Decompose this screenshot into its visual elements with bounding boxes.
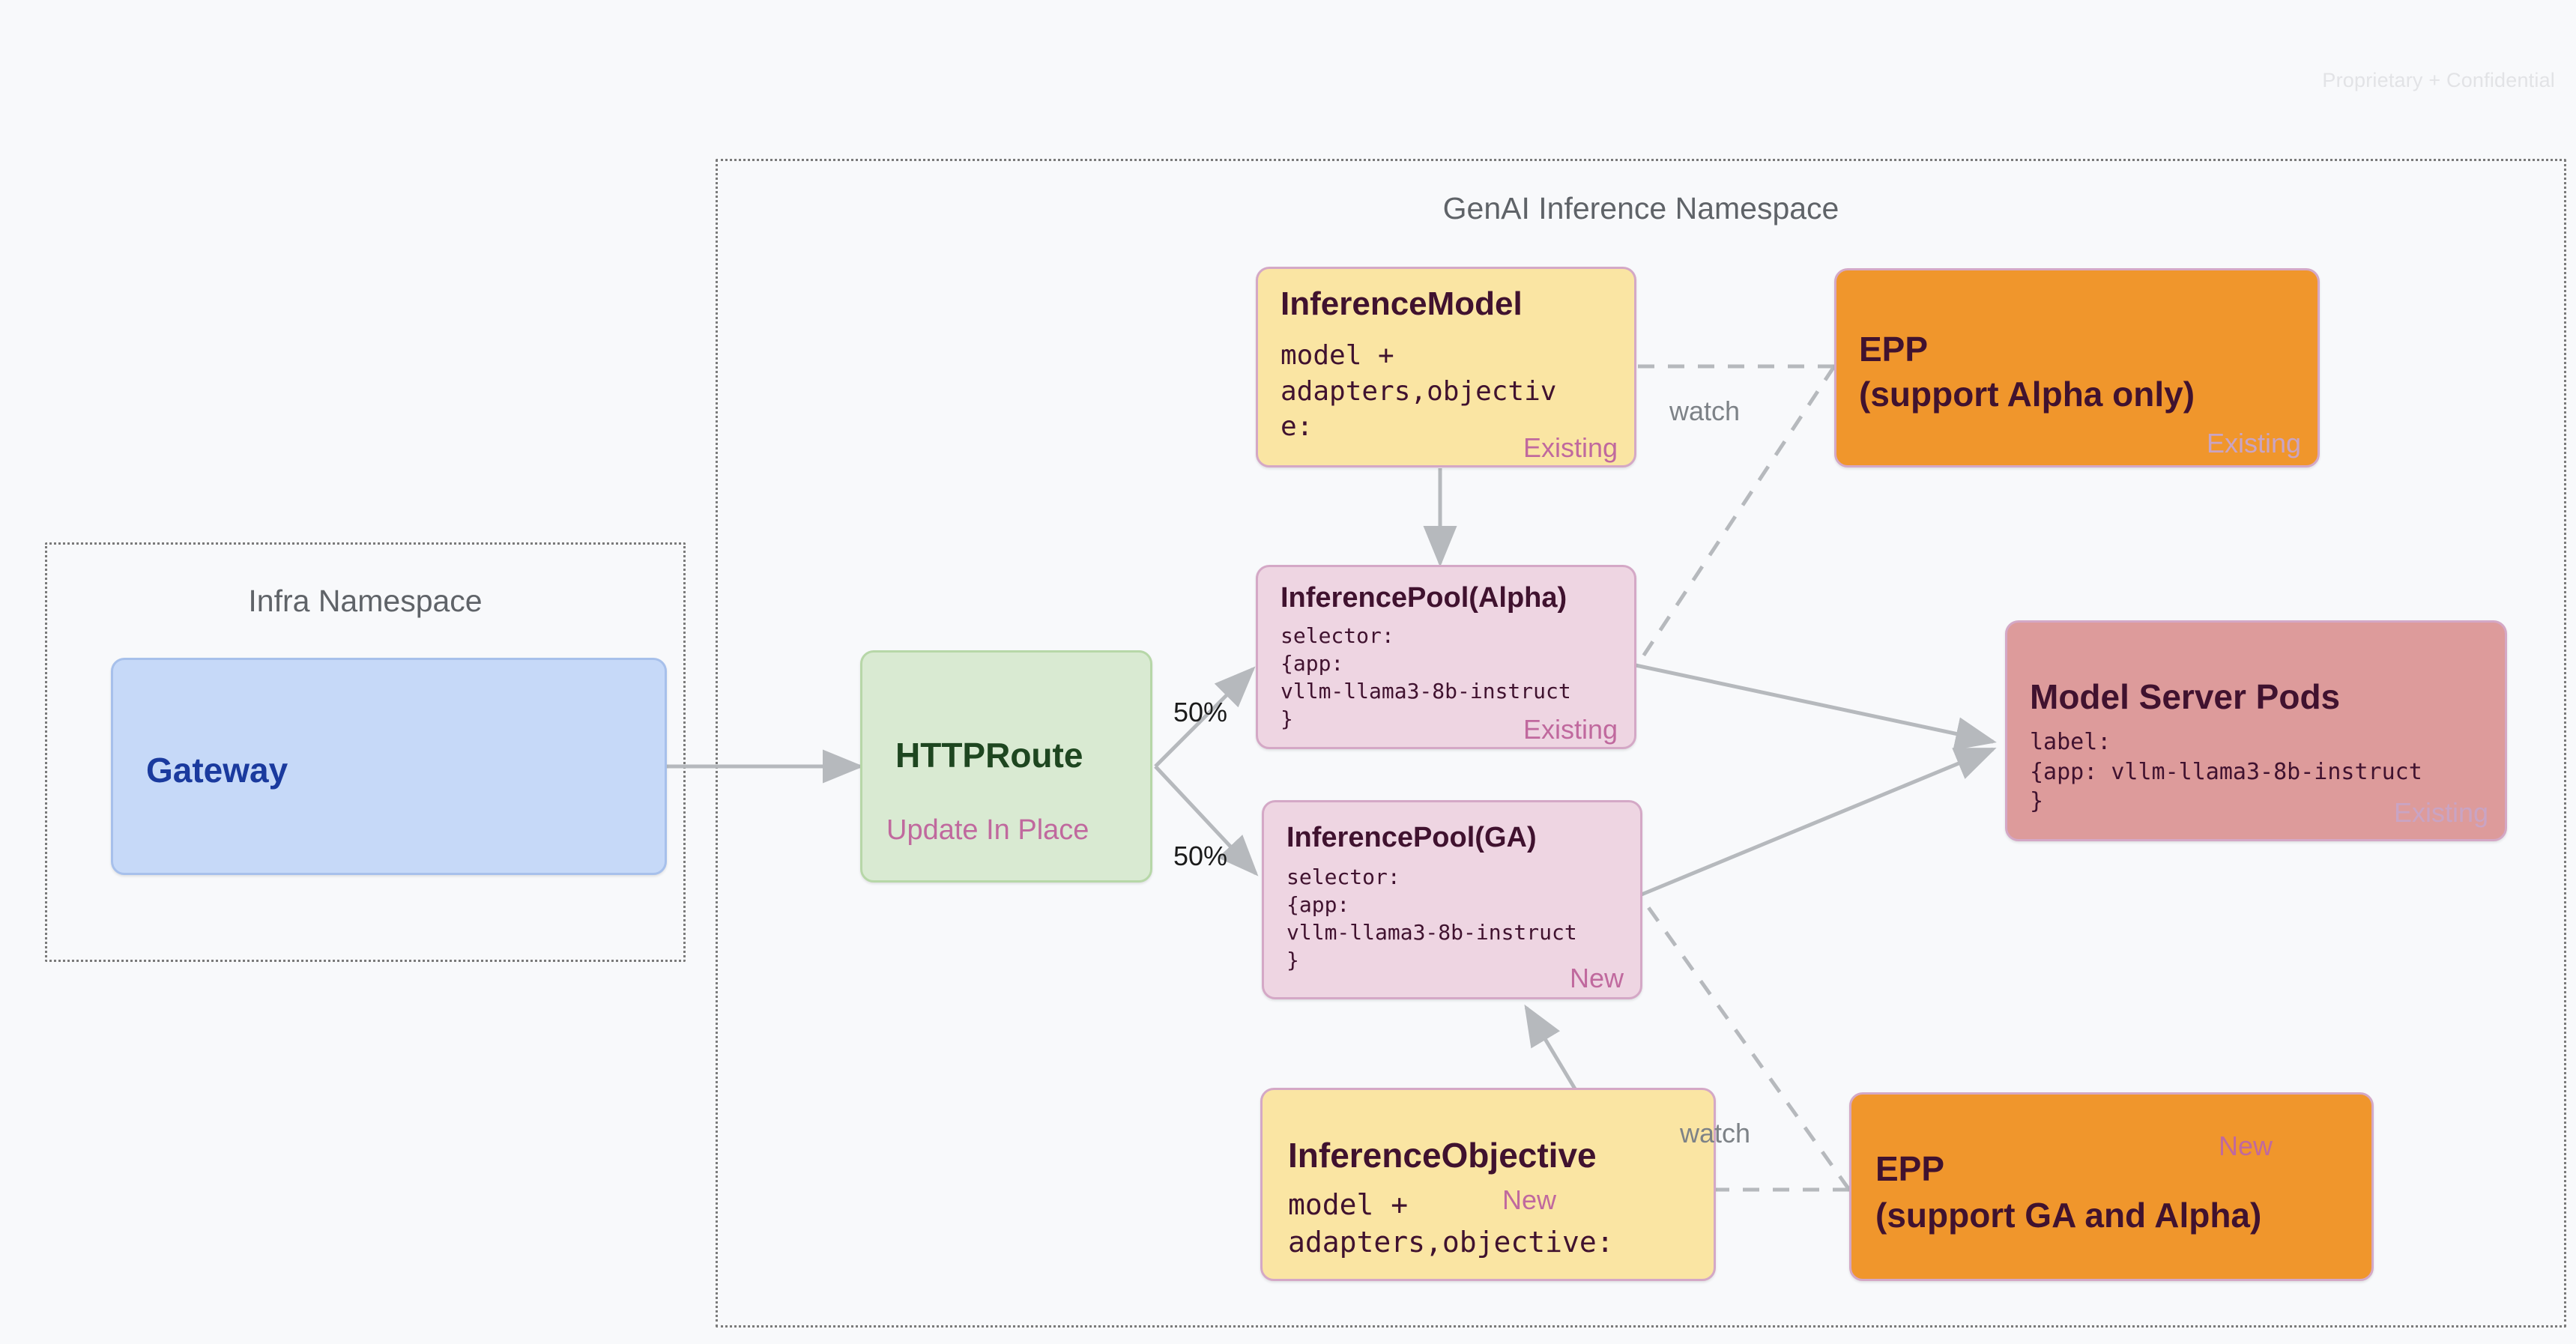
node-epp-alpha-title-line1: EPP <box>1859 330 1929 369</box>
node-inference-objective-body: model + adapters,objective: <box>1288 1188 1614 1259</box>
node-epp-ga-tag: New <box>2219 1130 2273 1161</box>
node-model-server-pods-body: label: {app: vllm-llama3-8b-instruct } <box>2030 729 2422 815</box>
node-inference-pool-alpha[interactable]: InferencePool(Alpha) selector: {app: vll… <box>1256 565 1636 749</box>
node-epp-alpha[interactable]: EPP (support Alpha only) Existing <box>1834 268 2320 467</box>
node-model-server-pods[interactable]: Model Server Pods label: {app: vllm-llam… <box>2005 620 2507 841</box>
node-model-server-pods-tag: Existing <box>2393 797 2488 828</box>
node-inference-objective-tag: New <box>1502 1184 1557 1215</box>
genai-namespace-container: GenAI Inference Namespace <box>716 159 2566 1328</box>
node-inference-pool-alpha-tag: Existing <box>1523 714 1618 745</box>
node-inference-pool-ga-title: InferencePool(GA) <box>1287 822 1537 853</box>
node-epp-ga[interactable]: EPP (support GA and Alpha) New <box>1849 1092 2374 1281</box>
node-epp-ga-title-line2: (support GA and Alpha) <box>1875 1196 2262 1235</box>
node-epp-alpha-tag: Existing <box>2206 428 2301 458</box>
node-inference-pool-alpha-body: selector: {app: vllm-llama3-8b-instruct … <box>1281 623 1571 731</box>
node-httproute-title: HTTPRoute <box>895 736 1083 775</box>
edge-label-watch-top: watch <box>1669 396 1741 426</box>
node-gateway-title: Gateway <box>146 751 288 790</box>
edge-label-split-ga: 50% <box>1173 841 1228 871</box>
node-httproute[interactable]: HTTPRoute Update In Place <box>860 650 1152 883</box>
node-gateway[interactable]: Gateway <box>111 658 667 875</box>
node-inference-objective[interactable]: InferenceObjective model + adapters,obje… <box>1260 1088 1716 1281</box>
edge-label-split-alpha: 50% <box>1173 697 1228 727</box>
node-inference-pool-ga-tag: New <box>1569 963 1624 993</box>
node-inference-model-body: model + adapters,objectiv e: <box>1281 340 1557 443</box>
node-inference-model-tag: Existing <box>1523 432 1618 463</box>
confidential-note: Proprietary + Confidential <box>2322 69 2555 91</box>
node-model-server-pods-title: Model Server Pods <box>2030 677 2341 716</box>
node-inference-pool-ga-body: selector: {app: vllm-llama3-8b-instruct … <box>1287 865 1577 972</box>
node-inference-model[interactable]: InferenceModel model + adapters,objectiv… <box>1256 267 1636 467</box>
edge-label-watch-bottom: watch <box>1680 1118 1751 1148</box>
node-inference-pool-ga[interactable]: InferencePool(GA) selector: {app: vllm-l… <box>1262 800 1642 999</box>
infra-namespace-title: Infra Namespace <box>248 584 483 618</box>
infra-namespace-container: Infra Namespace <box>45 542 686 962</box>
node-httproute-tag: Update In Place <box>886 814 1089 846</box>
node-epp-alpha-title-line2: (support Alpha only) <box>1859 375 2195 414</box>
node-inference-objective-title: InferenceObjective <box>1288 1136 1597 1175</box>
genai-namespace-title: GenAI Inference Namespace <box>1442 191 1839 225</box>
node-inference-pool-alpha-title: InferencePool(Alpha) <box>1281 582 1567 614</box>
node-epp-ga-title-line1: EPP <box>1875 1149 1945 1188</box>
node-inference-model-title: InferenceModel <box>1281 285 1523 322</box>
